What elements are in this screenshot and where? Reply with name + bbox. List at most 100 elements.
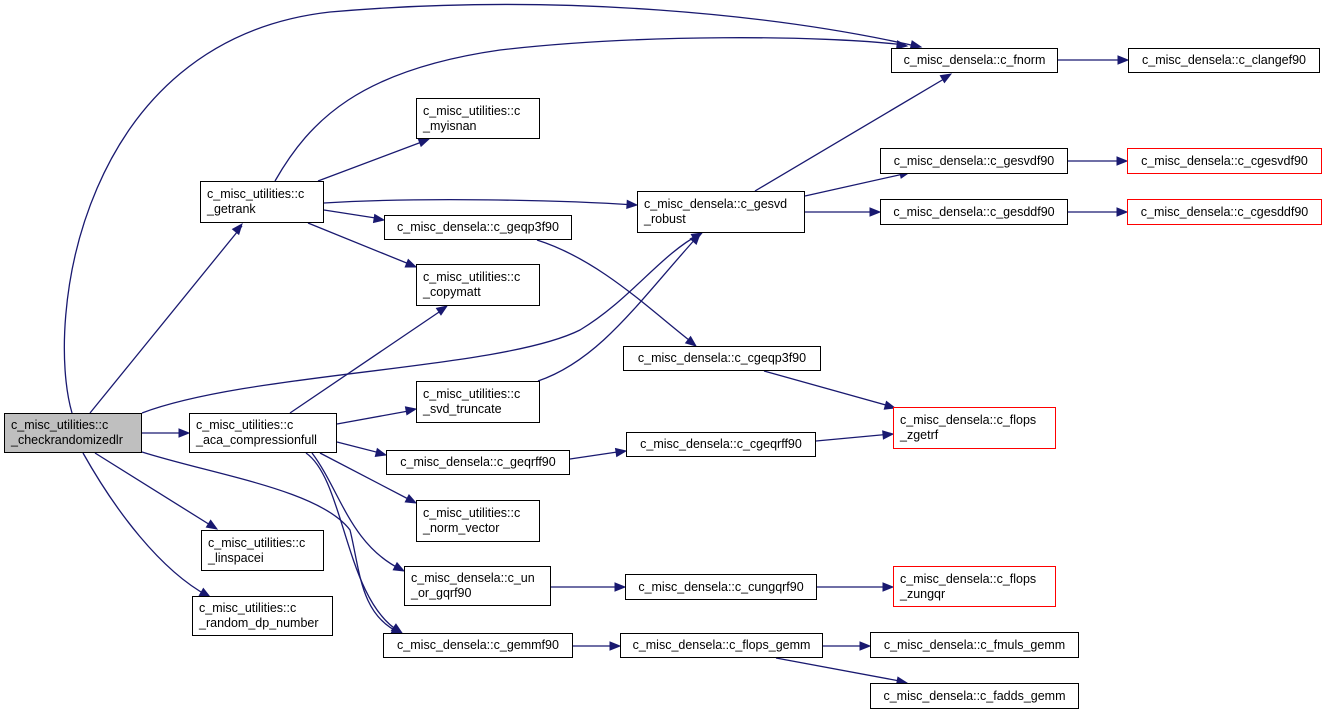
edge-getrank-geqp3f90 [323, 209, 383, 220]
edge-arrowhead-getrank-fnorm [896, 40, 909, 50]
edge-arrowhead-aca-geqrff90 [374, 447, 388, 457]
node-c-cgeqrff90[interactable]: c_misc_densela::c_cgeqrff90 [626, 432, 816, 457]
node-label: c_misc_utilities::c _myisnan [423, 103, 521, 133]
edge-arrowhead-aca-gemmf90 [390, 623, 404, 634]
node-c-aca-compressionfull[interactable]: c_misc_utilities::c _aca_compressionfull [189, 413, 337, 453]
node-label: c_misc_utilities::c _random_dp_number [199, 601, 319, 630]
edge-arrowhead-geqrff90-cgeqrff90 [614, 447, 628, 458]
node-c-gesvd-robust[interactable]: c_misc_densela::c_gesvd _robust [637, 191, 805, 233]
node-c-clangef90[interactable]: c_misc_densela::c_clangef90 [1128, 48, 1320, 73]
edge-arrowhead-cgeqp3f90-zgetrf [883, 400, 897, 410]
node-label: c_misc_utilities::c _linspacei [208, 535, 306, 565]
node-c-flops-zgetrf[interactable]: c_misc_densela::c_flops _zgetrf [893, 407, 1056, 449]
node-c-fnorm[interactable]: c_misc_densela::c_fnorm [891, 48, 1058, 73]
node-c-geqrff90[interactable]: c_misc_densela::c_geqrff90 [386, 450, 570, 475]
node-c-gemmf90[interactable]: c_misc_densela::c_gemmf90 [383, 633, 573, 658]
edge-arrowhead-cgeqrff90-zgetrf [882, 430, 895, 440]
node-c-un-or-gqrf90[interactable]: c_misc_densela::c_un _or_gqrf90 [404, 566, 551, 606]
edge-arrowhead-gesddf90-cgesddf90 [1116, 207, 1129, 217]
node-c-flops-gemm[interactable]: c_misc_densela::c_flops_gemm [620, 633, 823, 658]
node-label: c_misc_densela::c_gesvd _robust [644, 197, 788, 226]
edge-arrowhead-un-or-gqrf90-cungq [614, 582, 627, 592]
node-c-cgesvdf90[interactable]: c_misc_densela::c_cgesvdf90 [1127, 148, 1322, 174]
node-label: c_misc_densela::c_flops_gemm [632, 638, 811, 652]
node-label: c_misc_densela::c_flops _zgetrf [900, 413, 1037, 442]
node-c-copymatt[interactable]: c_misc_utilities::c _copymatt [416, 264, 540, 306]
edge-root-getrank [89, 225, 243, 414]
edge-arrowhead-svd-trunc-gesvd [689, 232, 701, 245]
node-c-flops-zungqr[interactable]: c_misc_densela::c_flops _zungqr [893, 566, 1056, 607]
node-label: c_misc_densela::c_clangef90 [1142, 53, 1306, 67]
node-c-random-dp-number[interactable]: c_misc_utilities::c _random_dp_number [192, 596, 333, 636]
node-c-geqp3f90[interactable]: c_misc_densela::c_geqp3f90 [384, 215, 572, 240]
node-label: c_misc_densela::c_cgesddf90 [1140, 204, 1309, 219]
node-label: c_misc_utilities::c _checkrandomizedlr [11, 418, 123, 447]
node-c-cgesddf90[interactable]: c_misc_densela::c_cgesddf90 [1127, 199, 1322, 225]
edge-cgeqrff90-zgetrf [815, 433, 892, 442]
node-label: c_misc_utilities::c _aca_compressionfull [196, 418, 317, 447]
edge-aca-copymatt [289, 307, 446, 414]
edge-aca-svd-truncate [336, 409, 415, 425]
node-c-getrank[interactable]: c_misc_utilities::c _getrank [200, 181, 324, 223]
edge-svd-trunc-gesvd [537, 235, 699, 382]
node-label: c_misc_densela::c_gesvdf90 [893, 153, 1055, 168]
edge-cgeqp3f90-zgetrf [763, 370, 894, 408]
edge-arrowhead-gemmf90-flops-gemm [609, 641, 622, 651]
node-label: c_misc_densela::c_fadds_gemm [883, 688, 1066, 703]
edge-arrowhead-root-linspacei [205, 519, 219, 530]
node-c-svd-truncate[interactable]: c_misc_utilities::c _svd_truncate [416, 381, 540, 423]
edge-gesvd-fnorm [754, 75, 950, 192]
node-label: c_misc_densela::c_cungqrf90 [638, 579, 804, 594]
edge-arrowhead-getrank-copymatt [404, 258, 418, 268]
edge-getrank-gesvd [323, 199, 636, 206]
edge-root-fnorm [63, 3, 921, 414]
node-label: c_misc_utilities::c _norm_vector [423, 506, 521, 535]
node-c-gesddf90[interactable]: c_misc_densela::c_gesddf90 [880, 199, 1068, 225]
node-c-gesvdf90[interactable]: c_misc_densela::c_gesvdf90 [880, 148, 1068, 174]
node-label: c_misc_utilities::c _copymatt [423, 270, 521, 299]
edge-arrowhead-aca-svd-truncate [404, 406, 418, 416]
edge-getrank-myisnan [317, 139, 428, 182]
edge-arrowhead-gesvd-gesddf90 [869, 207, 882, 217]
node-c-linspacei[interactable]: c_misc_utilities::c _linspacei [201, 530, 324, 571]
edge-geqp3f90-cgeqp3f90 [536, 239, 695, 345]
edge-arrowhead-root-aca [178, 428, 191, 438]
node-label: c_misc_densela::c_cgesvdf90 [1141, 153, 1308, 168]
node-label: c_misc_densela::c_fmuls_gemm [883, 637, 1066, 652]
edge-getrank-copymatt [307, 222, 415, 267]
node-c-cungqrf90[interactable]: c_misc_densela::c_cungqrf90 [625, 574, 817, 600]
node-c-norm-vector[interactable]: c_misc_utilities::c _norm_vector [416, 500, 540, 542]
edge-getrank-fnorm [274, 37, 906, 182]
edge-aca-norm-vector [319, 452, 415, 503]
edge-arrowhead-cungqrf90-zungqr [882, 582, 895, 592]
edge-aca-gemmf90 [305, 452, 401, 633]
node-label: c_misc_densela::c_geqrff90 [400, 455, 556, 469]
edge-arrowhead-gesvd-fnorm [939, 73, 953, 84]
node-label: c_misc_densela::c_un _or_gqrf90 [411, 571, 535, 600]
node-c-fmuls-gemm[interactable]: c_misc_densela::c_fmuls_gemm [870, 632, 1079, 658]
edge-arrowhead-root-getrank [231, 222, 243, 236]
edge-root-linspacei [94, 452, 216, 529]
edge-root-gesvd-robust [141, 233, 701, 414]
edge-arrowhead-fnorm-clangef90 [1117, 55, 1130, 65]
node-c-fadds-gemm[interactable]: c_misc_densela::c_fadds_gemm [870, 683, 1079, 709]
node-c-myisnan[interactable]: c_misc_utilities::c _myisnan [416, 98, 540, 139]
node-label: c_misc_densela::c_cgeqrff90 [640, 437, 802, 451]
edge-arrowhead-root-fnorm [909, 40, 923, 50]
node-c-cgeqp3f90[interactable]: c_misc_densela::c_cgeqp3f90 [623, 346, 821, 371]
node-label: c_misc_utilities::c _svd_truncate [423, 387, 521, 416]
edge-aca-un-or-gqrf90 [311, 452, 403, 571]
edge-geqrff90-cgeqrff90 [569, 450, 625, 460]
node-label: c_misc_densela::c_fnorm [903, 53, 1046, 67]
edge-arrowhead-geqp3f90-cgeqp3f90 [684, 335, 698, 347]
node-c-checkrandomizedlr[interactable]: c_misc_utilities::c _checkrandomizedlr [4, 413, 142, 453]
node-label: c_misc_densela::c_geqp3f90 [397, 220, 559, 234]
edge-arrowhead-getrank-myisnan [417, 138, 431, 148]
edge-arrowhead-getrank-gesvd [626, 199, 639, 210]
edge-flops-gemm-fadds [775, 657, 906, 683]
edge-arrowhead-aca-norm-vector [404, 493, 418, 504]
node-label: c_misc_densela::c_cgeqp3f90 [637, 351, 807, 365]
edge-arrowhead-getrank-geqp3f90 [372, 213, 386, 224]
